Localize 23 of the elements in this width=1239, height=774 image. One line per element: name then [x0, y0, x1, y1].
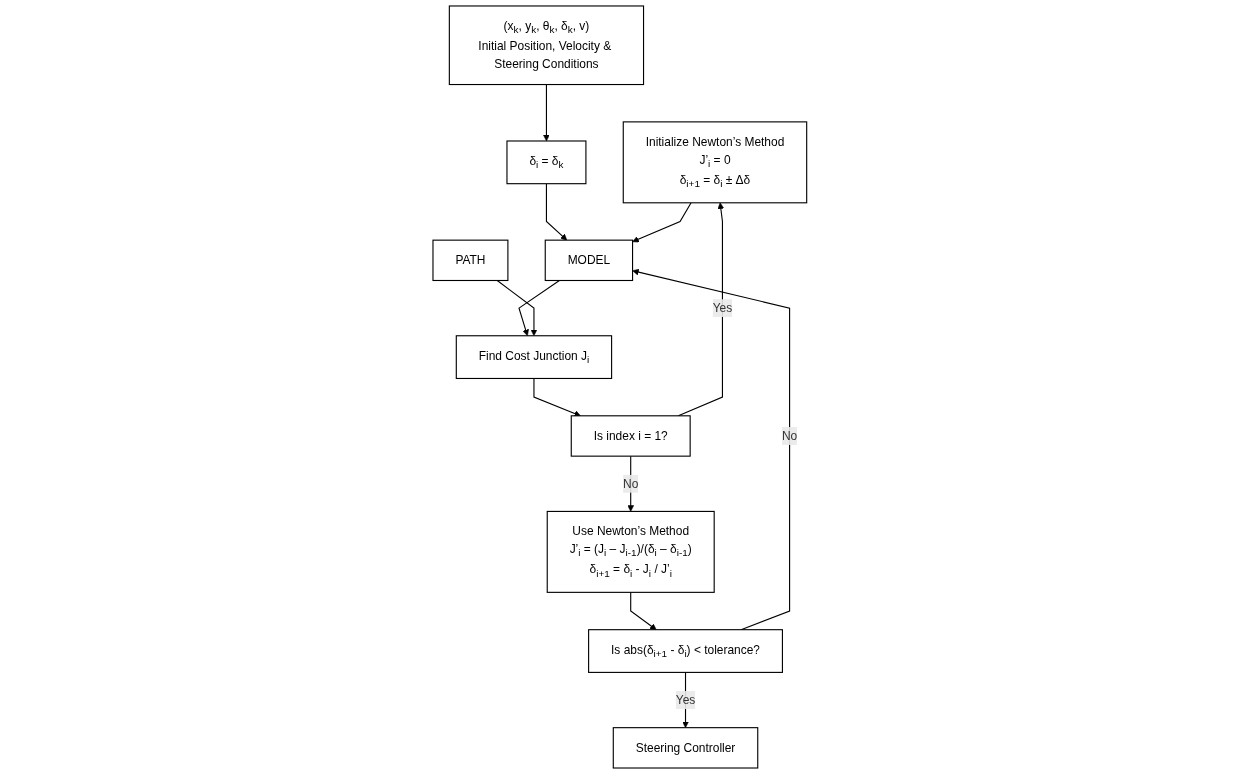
edge-label: Yes	[675, 693, 695, 707]
node-box: PATH	[432, 239, 509, 282]
edge-label: No	[622, 477, 638, 490]
node-box: Steering Controller	[612, 727, 758, 769]
node-box: Initialize Newton’s Method J’$_{i}$ = 0 δ$_{i+1}$ = δ$_{i}$ ± Δδ	[622, 121, 807, 204]
node-box: Is abs(δ$_{i+1}$ - δ$_{i}$) < tolerance?	[587, 629, 783, 673]
arrow	[533, 377, 581, 417]
arrow	[681, 671, 689, 728]
node-box: (x$_{k}$, y$_{k}$, θ$_{k}$, δ$_{k}$, v) Initial Position, Velocity & Steering Conditions	[448, 5, 644, 86]
arrow	[631, 202, 692, 243]
arrow	[629, 591, 657, 630]
arrow	[631, 268, 790, 631]
node-box: Is index i = 1?	[570, 415, 691, 457]
node-box: MODEL	[544, 239, 633, 282]
arrow	[496, 279, 537, 337]
node-box: Use Newton’s Method J’$_{i}$ = (J$_{i}$ – J$_{i-1}$)/(δ$_{i}$ – δ$_{i-1}$) δ$_{i+1}$ = δ$_{i}$ - J$_{i}$ / J’$_{i}$	[546, 510, 715, 593]
arrow	[545, 183, 567, 241]
node-box: δ$_{i}$ = δ$_{k}$	[506, 140, 587, 185]
arrow	[518, 279, 560, 337]
edge-label: No	[781, 429, 797, 442]
edge-label: Yes	[712, 301, 732, 315]
node-box: Find Cost Junction J$_{i}$	[455, 335, 612, 380]
arrow	[542, 83, 550, 142]
